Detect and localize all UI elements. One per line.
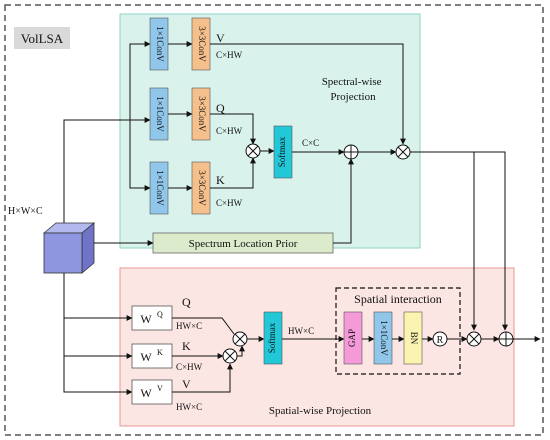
spatial-q-label: Q (182, 295, 191, 309)
spatial-hwc-dim: HW×C (288, 326, 314, 336)
arrow-q-to-multiply (210, 113, 256, 145)
spectral-q-label: Q (216, 101, 225, 115)
spectral-conv3x3-q: 3×3ConV (191, 87, 211, 141)
spectral-region (119, 13, 421, 249)
svg-text:1×1ConV: 1×1ConV (155, 170, 165, 206)
svg-text:R: R (437, 335, 444, 346)
spatial-region-title: Spatial-wise Projection (269, 405, 372, 417)
module-title: VolLSA (21, 31, 64, 46)
svg-text:1×1ConV: 1×1ConV (155, 26, 165, 62)
spatial-v-dim: HW×C (176, 402, 202, 412)
final-multiply-op (466, 331, 482, 347)
module-title-tag (14, 27, 70, 49)
arrow-prior-to-add (333, 158, 354, 244)
arrow-input-to-wv (63, 273, 133, 395)
arrow-k-to-multiply (210, 157, 256, 189)
spectral-conv3x3-v: 3×3ConV (191, 17, 211, 71)
svg-text:Spectrum Location Prior: Spectrum Location Prior (189, 238, 298, 250)
svg-text:3×3ConV: 3×3ConV (197, 170, 207, 206)
spectral-v-label: V (216, 31, 225, 45)
spectral-conv3x3-k: 3×3ConV (191, 161, 211, 215)
spectral-qk-multiply-op (245, 143, 261, 159)
spatial-region (119, 267, 515, 427)
svg-text:V: V (157, 384, 163, 393)
spectral-conv1x1-v: 1×1ConV (149, 17, 169, 71)
svg-text:3×3ConV: 3×3ConV (197, 26, 207, 62)
spectral-k-dim: C×HW (216, 198, 243, 208)
spatial-interaction-group (335, 287, 461, 375)
arrow-v-to-multiply (210, 43, 406, 145)
arrow-to-conv-k (129, 120, 151, 191)
arrow-wq-to-multiply (172, 317, 235, 335)
spectrum-location-prior-block: Spectrum Location Prior (152, 232, 334, 254)
spatial-wv-block: W V (131, 379, 173, 405)
svg-text:Q: Q (157, 310, 163, 319)
input-dimension-label: H×W×C (8, 206, 43, 217)
outer-frame (4, 4, 544, 436)
arrow-residual-to-final-add (410, 151, 508, 331)
spatial-q-multiply-op (232, 331, 248, 347)
spatial-softmax-block: Softmax (263, 311, 283, 365)
input-tensor-cube (42, 222, 96, 274)
spatial-wk-block: W K (131, 343, 173, 369)
svg-text:W: W (140, 350, 152, 364)
arrow-kv-to-multiply (237, 345, 245, 357)
spectral-k-label: K (216, 173, 225, 187)
arrow-to-conv-v (129, 41, 151, 120)
svg-text:3×3ConV: 3×3ConV (197, 96, 207, 132)
spectral-conv1x1-k: 1×1ConV (149, 161, 169, 215)
spectral-q-dim: C×HW (216, 126, 243, 136)
spatial-wq-block: W Q (131, 305, 173, 331)
gap-block: GAP (343, 311, 363, 365)
svg-text:Softmax: Softmax (267, 322, 277, 353)
svg-text:1×1ConV: 1×1ConV (379, 320, 389, 356)
spatial-conv1x1-block: 1×1ConV (373, 311, 393, 365)
spectral-v-dim: C×HW (216, 50, 243, 60)
spectral-prior-add-op (343, 144, 359, 160)
spatial-k-label: K (182, 339, 191, 353)
spatial-v-label: V (182, 377, 191, 391)
spectral-region-title: Spectral-wise Projection (322, 76, 385, 103)
svg-text:K: K (157, 348, 163, 357)
spectral-v-multiply-op (395, 144, 411, 160)
spectral-softmax-block: Softmax (273, 125, 293, 179)
spectral-cc-dim: C×C (302, 138, 319, 148)
spectral-conv1x1-q: 1×1ConV (149, 87, 169, 141)
svg-text:GAP: GAP (347, 329, 357, 347)
bn-block: BN (403, 311, 423, 365)
final-add-op (498, 331, 514, 347)
spatial-q-dim: HW×C (176, 321, 202, 331)
spatial-kv-multiply-op (222, 348, 238, 364)
r-operator: R (432, 331, 448, 347)
spatial-interaction-title: Spatial interaction (354, 292, 442, 306)
svg-text:W: W (140, 312, 152, 326)
spatial-k-dim: C×HW (176, 362, 203, 372)
svg-text:Softmax: Softmax (277, 136, 287, 167)
arrow-input-to-spectral-q (63, 117, 151, 223)
svg-text:1×1ConV: 1×1ConV (155, 96, 165, 132)
svg-text:BN: BN (409, 332, 419, 345)
svg-text:W: W (140, 386, 152, 400)
arrow-wv-to-kv-multiply (172, 363, 233, 393)
